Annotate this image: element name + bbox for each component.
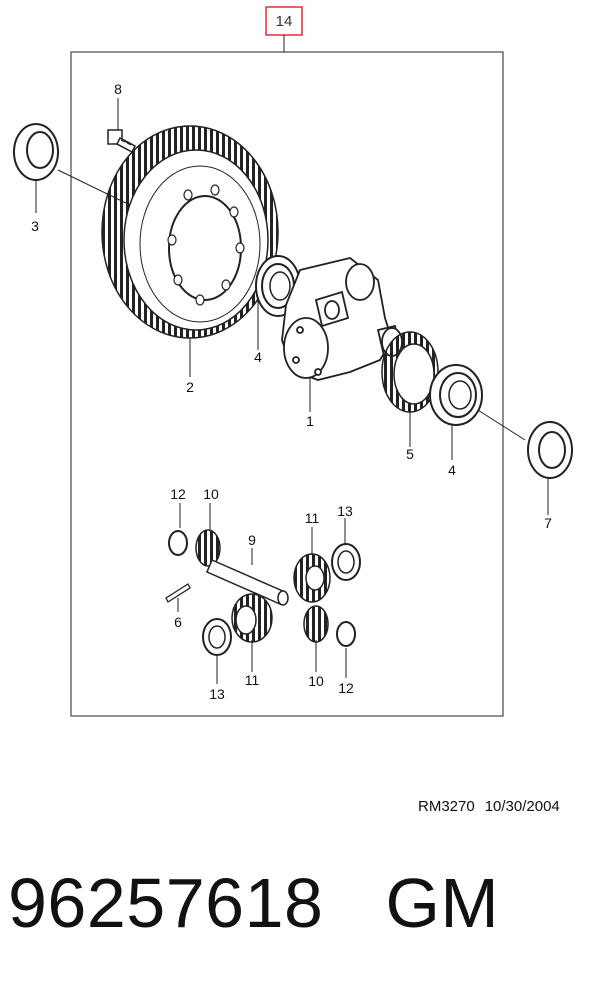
oil-seal-right	[527, 421, 573, 479]
callout-12-lower: 12	[338, 680, 354, 696]
callout-3: 3	[31, 218, 39, 234]
callout-12-upper: 12	[170, 486, 186, 502]
reference-date: 10/30/2004	[484, 798, 560, 815]
oil-seal-left	[13, 123, 59, 181]
callout-5: 5	[406, 446, 414, 462]
callout-13-lower: 13	[209, 686, 225, 702]
callout-7: 7	[544, 515, 552, 531]
thrust-washer-12-left	[168, 530, 188, 556]
callout-labels: 8 3 2 4 1 5 4 7 12 10 9 11 13 6 13 11 10…	[31, 81, 552, 702]
callout-1: 1	[306, 413, 314, 429]
drawing-reference: RM3270 10/30/2004	[418, 798, 570, 815]
callout-13-upper: 13	[337, 503, 353, 519]
brand-name: GM	[385, 864, 500, 942]
thrust-washer-12-right	[336, 621, 356, 647]
callout-8: 8	[114, 81, 122, 97]
assembly-callout-label: 14	[276, 13, 293, 30]
side-gear-11-upper	[293, 553, 331, 603]
callout-6: 6	[174, 614, 182, 630]
assembly-callout-14: 14	[265, 6, 303, 52]
thrust-washer-13-lower	[202, 618, 232, 656]
callout-4-left: 4	[254, 349, 262, 365]
ring-gear	[101, 125, 279, 339]
bearing-right	[429, 364, 483, 426]
callout-9: 9	[248, 532, 256, 548]
lock-pin	[165, 583, 191, 603]
thrust-washer-13-upper	[331, 543, 361, 581]
speedometer-drive-gear	[381, 331, 439, 413]
side-gear-11-lower	[231, 593, 273, 643]
callout-11-upper: 11	[305, 510, 320, 526]
ring-gear-bolt	[107, 129, 136, 154]
assembly-frame	[70, 51, 504, 717]
exploded-parts-diagram: 14	[13, 6, 573, 717]
callout-11-lower: 11	[245, 672, 260, 688]
callout-4-right: 4	[448, 462, 456, 478]
callout-10-upper: 10	[203, 486, 219, 502]
callout-2: 2	[186, 379, 194, 395]
part-number: 96257618	[8, 864, 324, 942]
pinion-gear-10-left	[195, 529, 221, 567]
pinion-gear-10-right	[303, 605, 329, 643]
reference-code: RM3270	[418, 798, 475, 815]
callout-10-lower: 10	[308, 673, 324, 689]
differential-case	[281, 257, 403, 381]
pinion-shaft	[206, 559, 289, 606]
